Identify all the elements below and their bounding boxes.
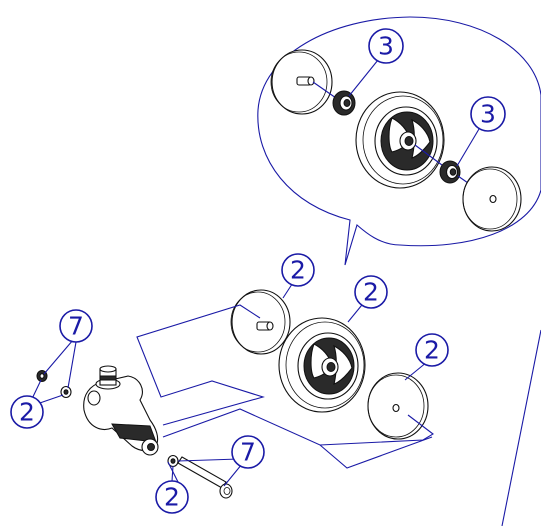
callout-number: 2 <box>164 483 180 512</box>
main-hub-cap-right <box>367 372 429 440</box>
callout-number: 7 <box>240 438 256 467</box>
callout-number: 3 <box>378 32 394 61</box>
detail-bearing-left <box>332 90 356 116</box>
leader-c1 <box>348 59 379 97</box>
callout-number: 2 <box>363 278 379 307</box>
callout-balloon: 7 <box>59 309 93 343</box>
assembly-guide-upper <box>136 304 265 426</box>
leader-c9a <box>171 465 174 482</box>
detail-hub-cap-right <box>462 166 522 232</box>
leader-c6a <box>43 339 74 375</box>
callout-number: 2 <box>424 336 440 365</box>
leader-c8b <box>223 463 243 487</box>
detail-axis-line-1 <box>312 81 337 99</box>
detail-bubble <box>257 16 541 266</box>
callout-number: 2 <box>290 256 306 285</box>
callout-number: 3 <box>480 100 496 129</box>
main-hub-cap-left <box>230 289 291 355</box>
callout-balloon: 7 <box>231 435 265 469</box>
callout-number: 2 <box>19 398 35 427</box>
detail-pointer-line <box>501 329 541 526</box>
leader-c8a <box>177 458 240 462</box>
callout-number: 7 <box>68 312 84 341</box>
callout-balloon: 3 <box>470 96 506 132</box>
leader-c5 <box>404 361 428 381</box>
callout-balloon: 3 <box>368 28 404 64</box>
main-wheel <box>278 317 366 413</box>
leader-c6b <box>67 341 77 389</box>
leader-c2 <box>456 128 480 167</box>
detail-wheel <box>355 91 445 189</box>
callout-balloon: 2 <box>10 395 44 429</box>
callout-balloon: 2 <box>415 333 449 367</box>
washer-left-2 <box>60 385 72 399</box>
detail-hub-cap-left <box>270 49 333 115</box>
callout-balloon: 2 <box>155 480 189 514</box>
assembly-guide-bottom <box>319 436 433 469</box>
detail-bearing-right <box>439 160 461 184</box>
axle-bolt <box>177 456 233 499</box>
detail-axis-line-2 <box>414 144 447 169</box>
callout-balloon: 2 <box>354 275 388 309</box>
leader-c9b <box>167 461 179 483</box>
callout-balloon: 2 <box>281 253 315 287</box>
assembly-guide-lower <box>162 408 434 446</box>
caster-fork <box>83 365 159 456</box>
